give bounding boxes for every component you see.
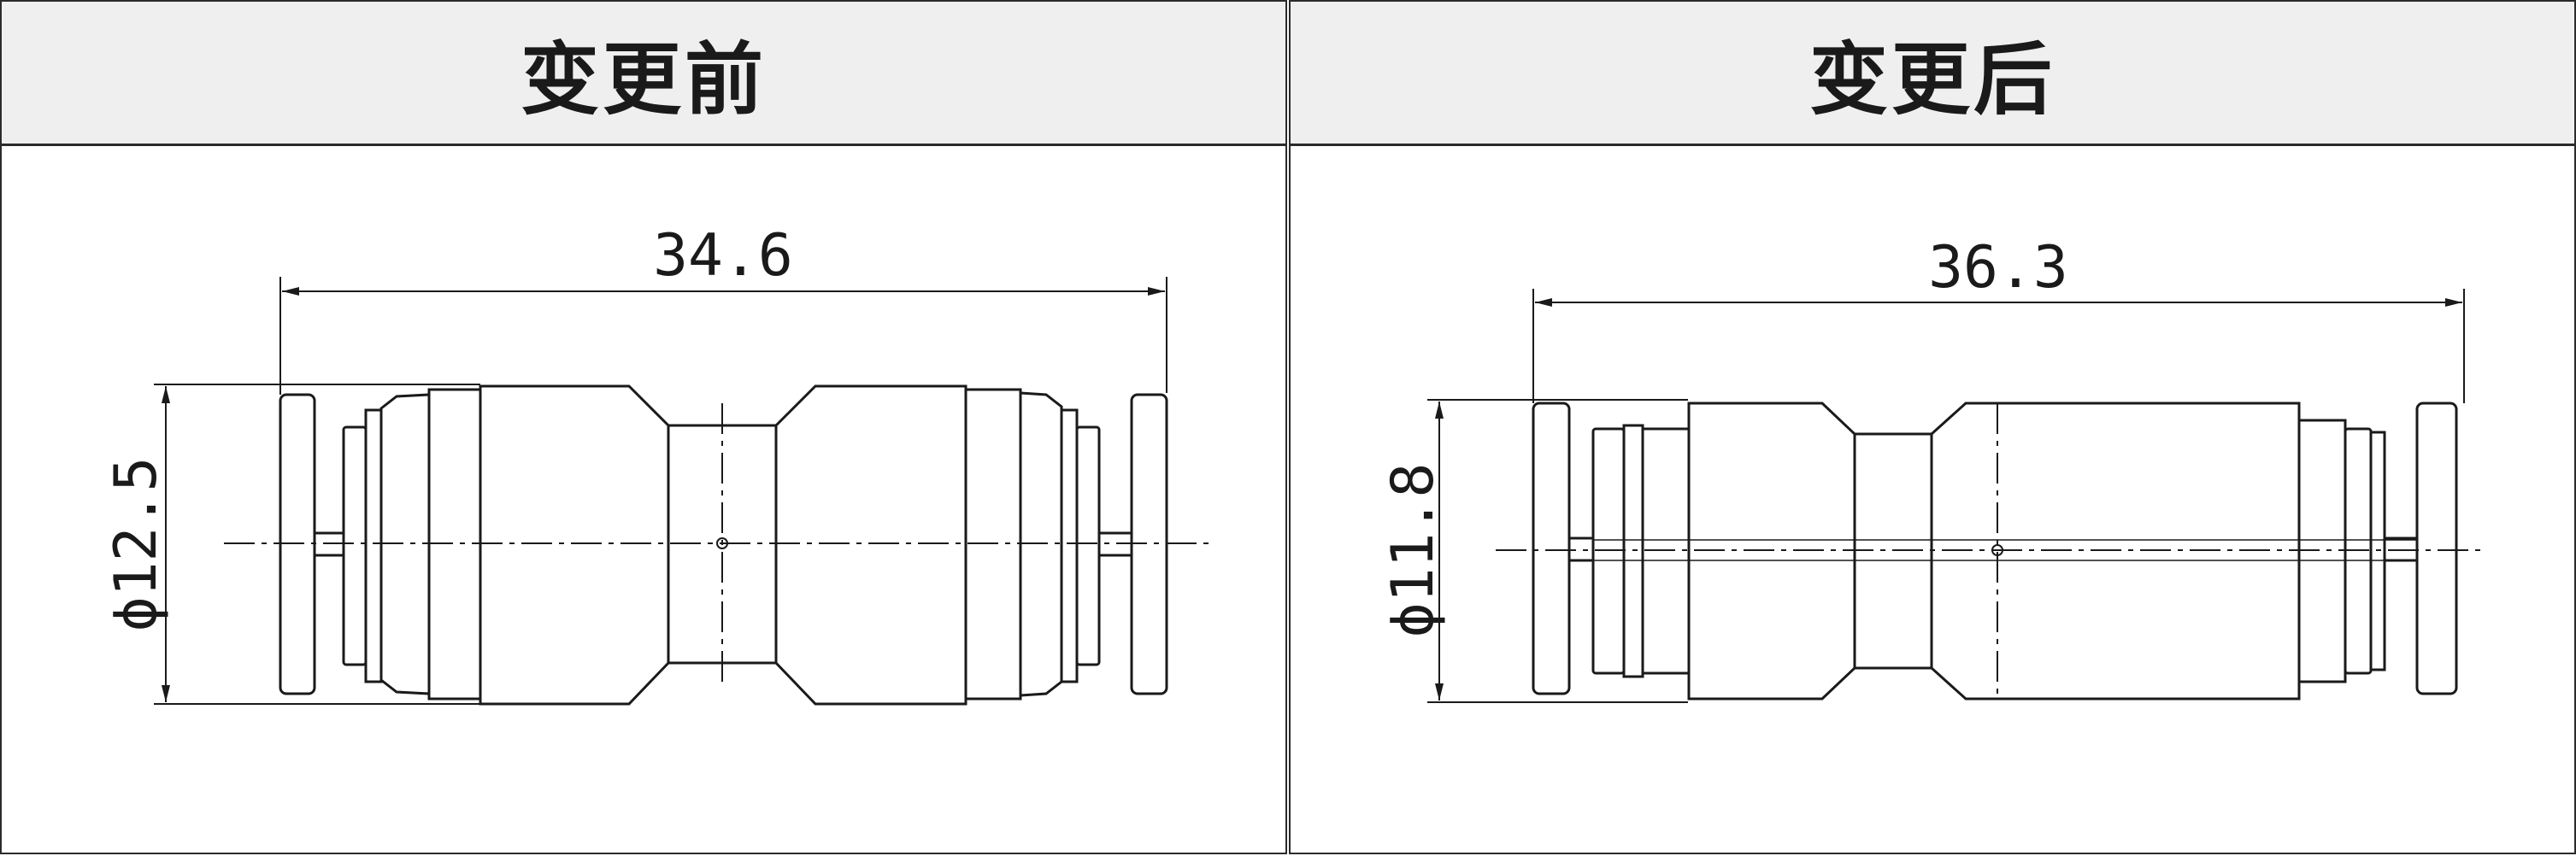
fitting-body-before [279,384,1168,706]
diameter-dimension-after: ϕ11.8 [1379,399,1688,703]
center-point-after [1991,544,2003,556]
panel-after: 变更后 36.3 ϕ11.8 [1289,0,2576,854]
center-lines-after [1496,403,2483,694]
length-dimension-label-after: 36.3 [1928,234,2068,302]
panel-header-after: 变更后 [1291,2,2574,146]
diameter-dimension-label-after: ϕ11.8 [1379,463,1447,638]
center-point-before [716,537,728,549]
fitting-body-after [1532,402,2458,701]
length-dimension-after: 36.3 [1532,234,2465,403]
fitting-drawing-before: 34.6 ϕ12.5 [103,222,1215,706]
diameter-dimension-before: ϕ12.5 [103,384,480,705]
panel-header-before: 变更前 [2,2,1285,146]
panel-title-before: 变更前 [520,33,767,126]
length-dimension-before: 34.6 [279,222,1167,395]
panel-title-after: 变更后 [1808,33,2056,126]
center-lines-before [224,403,1215,685]
fitting-drawing-after: 36.3 ϕ11.8 [1379,234,2483,703]
diameter-dimension-label-before: ϕ12.5 [103,457,170,632]
panel-before: 变更前 34.6 ϕ12.5 [0,0,1287,854]
length-dimension-label-before: 34.6 [653,222,793,290]
